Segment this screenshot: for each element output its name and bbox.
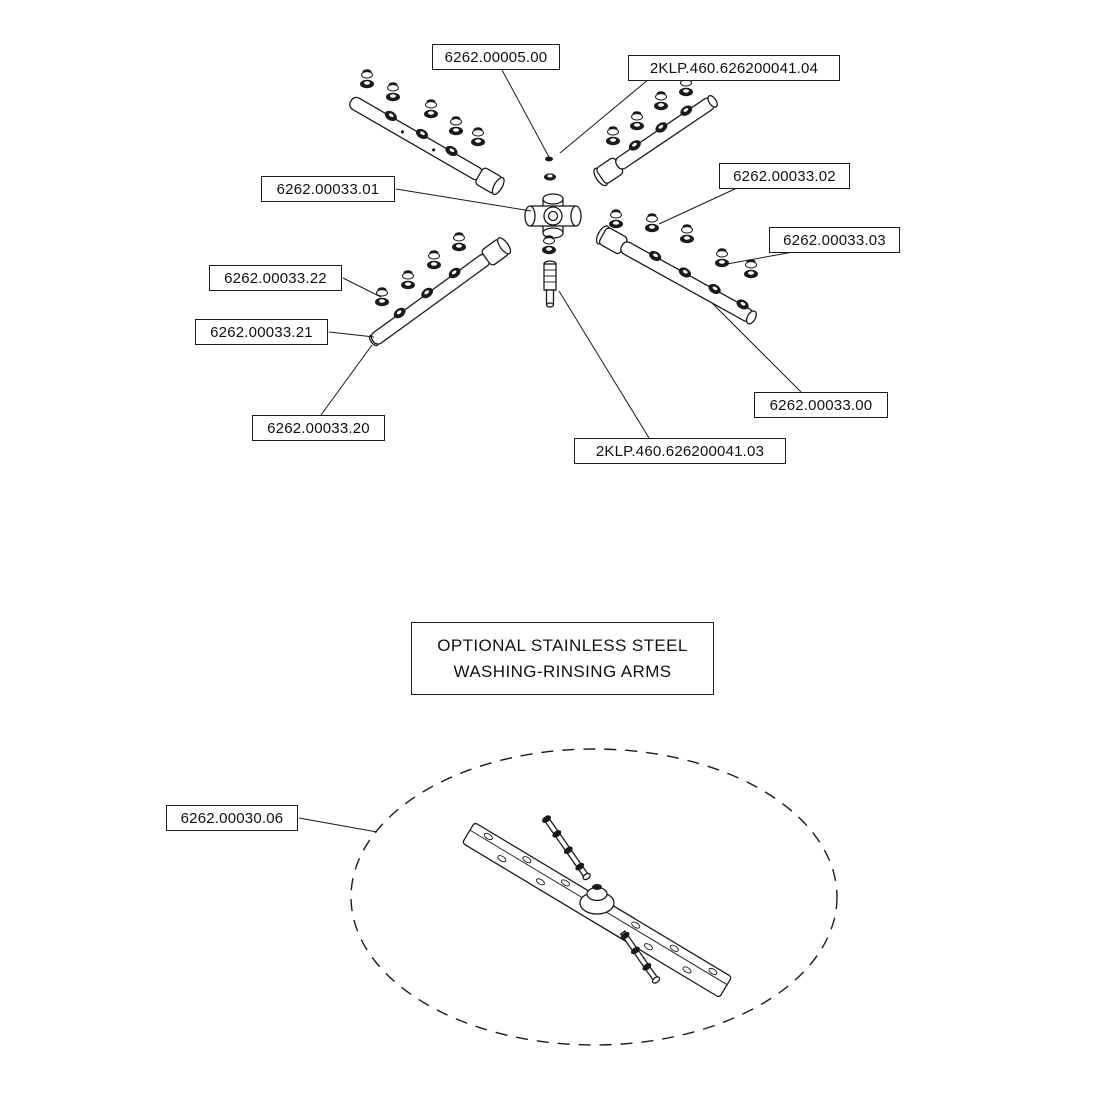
leader-line-6262-00033-03 [726,251,794,265]
part-label-6262-00033-22: 6262.00033.22 [209,265,342,291]
optional-arms-note-box: OPTIONAL STAINLESS STEEL WASHING-RINSING… [411,622,714,695]
part-label-6262-00033-21: 6262.00033.21 [195,319,328,345]
center-spindle-drawing [541,234,557,308]
leader-line-2klp-460-626200041-03 [558,290,650,439]
part-label-6262-00033-01: 6262.00033.01 [261,176,395,202]
leader-line-6262-00033-20 [320,344,373,416]
part-label-6262-00033-00: 6262.00033.00 [754,392,888,418]
leader-line-6262-00033-00 [711,302,802,393]
upper-right-arm-drawing [593,76,718,187]
stainless-arm-drawing [462,815,732,998]
part-label-6262-00033-02: 6262.00033.02 [719,163,850,189]
leader-line-6262-00033-01 [395,188,532,212]
leader-line-6262-00033-22 [342,277,382,298]
nozzle-caps-upper-right [605,76,694,146]
upper-left-arm-drawing [349,68,505,196]
part-label-6262-00033-20: 6262.00033.20 [252,415,385,441]
leader-line-6262-00030-06 [298,817,378,833]
lower-rinse-tube [619,930,661,984]
dashed-boundary-ellipse [350,748,838,1046]
note-line-1: OPTIONAL STAINLESS STEEL [437,636,688,655]
right-arm-drawing [595,208,759,325]
leader-line-2klp-460-626200041-04 [559,78,650,154]
part-label-6262-00033-03: 6262.00033.03 [769,227,900,253]
leader-lines [298,69,802,833]
upper-rinse-tube [542,815,591,881]
center-hub-drawing [524,156,582,239]
leader-line-6262-00033-02 [658,187,738,225]
top-fitting-cap [545,156,553,162]
lower-left-arm-drawing [368,231,512,347]
leader-line-6262-00033-21 [328,331,375,338]
leader-line-6262-00005-00 [501,69,550,158]
part-label-6262-00005-00: 6262.00005.00 [432,44,560,70]
part-label-2klp-460-626200041-03: 2KLP.460.626200041.03 [574,438,786,464]
part-label-6262-00030-06: 6262.00030.06 [166,805,298,831]
part-label-2klp-460-626200041-04: 2KLP.460.626200041.04 [628,55,840,81]
note-line-2: WASHING-RINSING ARMS [453,661,672,681]
optional-arm-section [350,748,838,1046]
